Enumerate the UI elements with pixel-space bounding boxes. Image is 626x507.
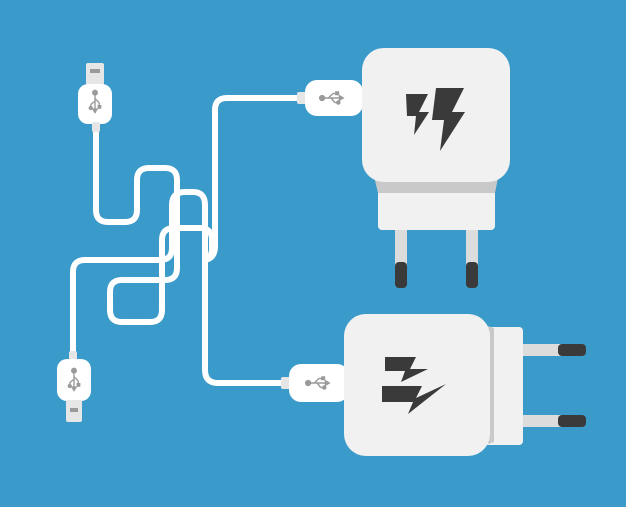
usb-plug-bottom <box>281 364 349 402</box>
cables <box>70 95 303 386</box>
cable-bottom <box>70 189 287 386</box>
lightning-bolt-icon <box>406 88 465 151</box>
charger-top <box>362 48 510 288</box>
micro-usb-connector-bottom <box>57 351 91 422</box>
charger-bottom <box>344 314 586 456</box>
usb-plug-top <box>297 80 363 116</box>
lightning-bolt-icon <box>382 357 446 414</box>
micro-usb-connector-top <box>78 63 112 132</box>
